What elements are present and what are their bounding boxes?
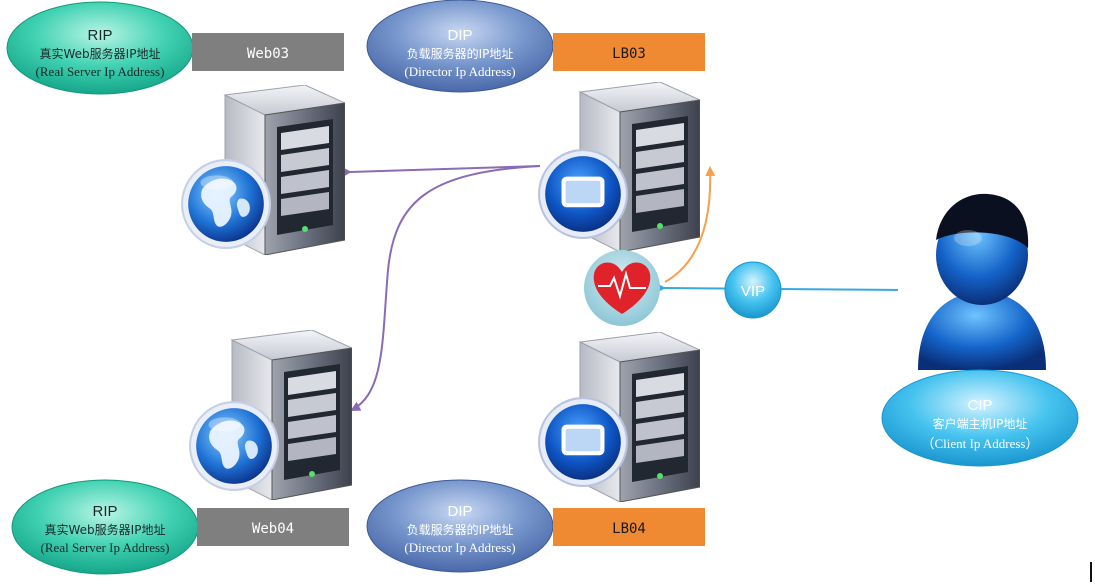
dip-title: DIP [447, 27, 472, 44]
vip-bubble: VIP [724, 261, 782, 319]
globe-icon [189, 401, 279, 491]
dip-description-cn: 负载服务器的IP地址 [407, 522, 514, 537]
lb03-server [538, 82, 700, 252]
dip-description-en: (Director Ip Address) [404, 540, 515, 555]
globe-icon [181, 159, 271, 249]
svg-text:Web04: Web04 [252, 521, 294, 537]
cip-bubble: CIP 客户端主机IP地址 （Client Ip Address） [881, 369, 1079, 467]
svg-text:LB04: LB04 [612, 521, 646, 537]
web03-server [181, 85, 345, 255]
lb04-label: LB04 [553, 508, 705, 546]
rip-title: RIP [87, 27, 112, 44]
client-user-icon [918, 193, 1046, 370]
lb03-label: LB03 [553, 33, 705, 71]
svg-text:LB03: LB03 [612, 46, 646, 62]
svg-text:Web03: Web03 [247, 46, 289, 62]
heartbeat-to-lb03-arrow [664, 166, 716, 283]
web03-label: Web03 [192, 33, 344, 71]
rip-description-en: (Real Server Ip Address) [36, 64, 165, 79]
dip-title: DIP [447, 503, 472, 520]
cip-description-cn: 客户端主机IP地址 [933, 416, 1028, 431]
dip-description-cn: 负载服务器的IP地址 [407, 46, 514, 61]
rip-description-cn: 真实Web服务器IP地址 [40, 46, 161, 61]
web04-label: Web04 [197, 508, 349, 546]
rip-title: RIP [92, 503, 117, 520]
monitor-icon [538, 397, 628, 487]
svg-text:VIP: VIP [741, 283, 765, 300]
dip-description-en: (Director Ip Address) [404, 64, 515, 79]
rip-description-cn: 真实Web服务器IP地址 [45, 522, 166, 537]
lb-to-web03-arrow [341, 165, 541, 178]
cip-description-en: （Client Ip Address） [922, 436, 1039, 451]
monitor-icon [538, 149, 628, 239]
dip-lb04-bubble: DIP 负载服务器的IP地址 (Director Ip Address) [366, 479, 554, 573]
lb04-server [538, 332, 700, 502]
web04-server [189, 330, 352, 500]
lb-to-web04-arrow [350, 165, 541, 411]
heartbeat-icon [584, 250, 660, 326]
rip-web03-bubble: RIP 真实Web服务器IP地址 (Real Server Ip Address… [6, 1, 194, 95]
text-cursor [1090, 562, 1092, 582]
cip-title: CIP [967, 397, 992, 414]
rip-web04-bubble: RIP 真实Web服务器IP地址 (Real Server Ip Address… [11, 479, 199, 575]
rip-description-en: (Real Server Ip Address) [41, 540, 170, 555]
dip-lb03-bubble: DIP 负载服务器的IP地址 (Director Ip Address) [366, 0, 554, 93]
